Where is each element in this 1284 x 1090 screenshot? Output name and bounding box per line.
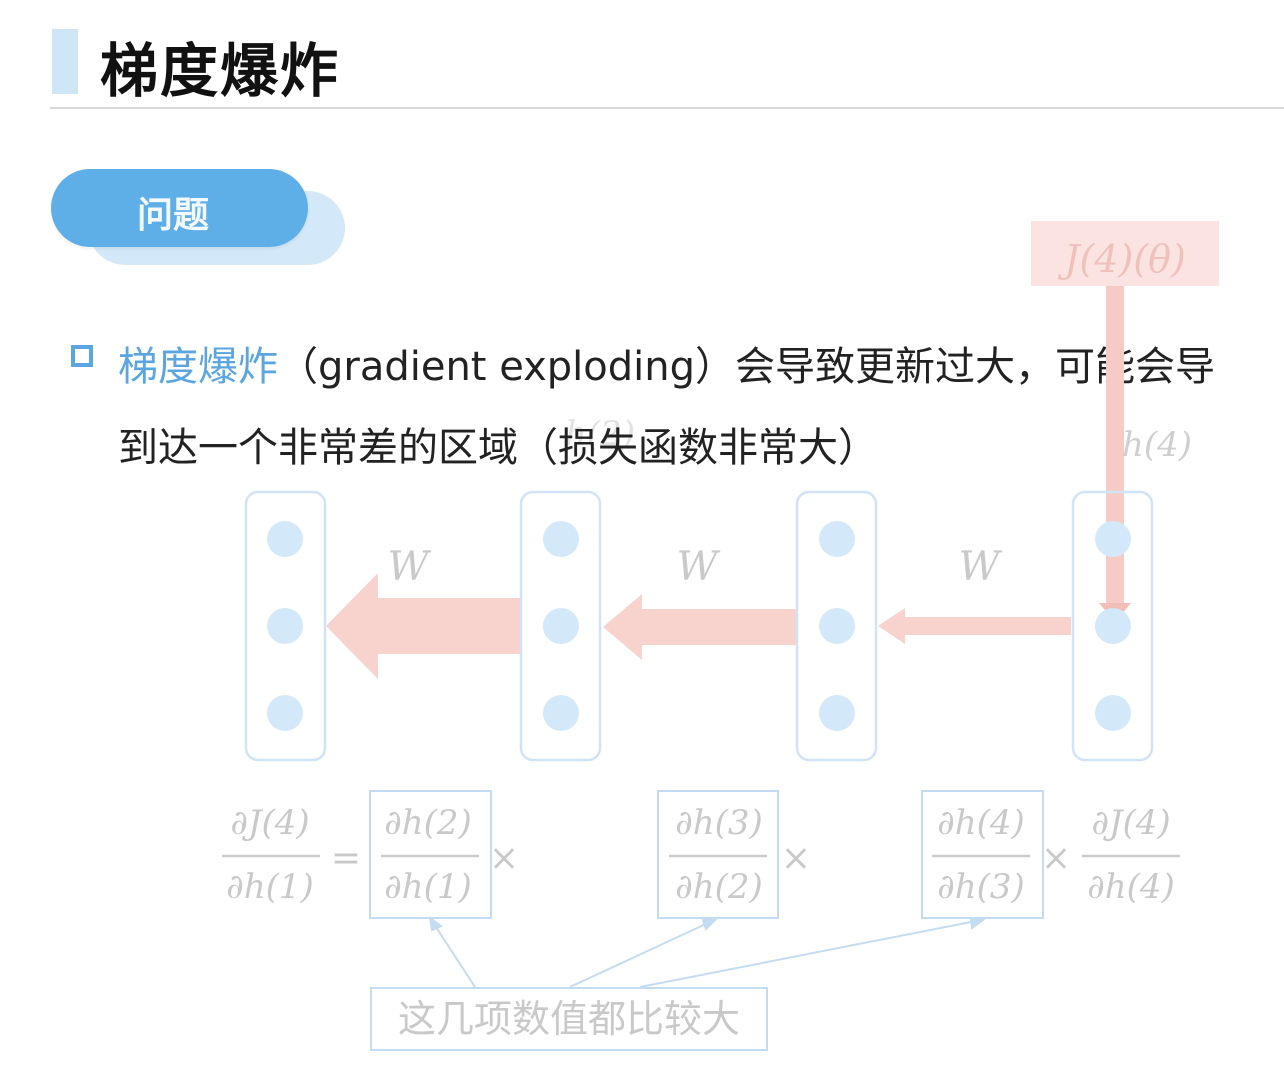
neuron [543,695,579,731]
eq-times-3: × [1041,838,1071,879]
bullet-line-1-rest: （gradient exploding）会导致更新过大，可能会导 [278,344,1216,390]
loss-box [1031,221,1219,286]
neuron [267,521,303,557]
weight-label-2: W [676,544,720,590]
layer-label-h2: h(2) [565,414,635,454]
neuron [819,521,855,557]
neuron-group [267,521,1131,731]
problem-badge [51,169,308,247]
layer-h3 [795,490,878,762]
backprop-arrow-3-head [878,608,905,644]
eq-term-3-denominator: ∂h(3) [937,867,1025,907]
page-title: 梯度爆炸 [100,37,341,105]
eq-lhs-numerator: ∂J(4) [230,803,309,843]
pointer-1-head [428,915,443,932]
pointer-3 [639,920,977,988]
neuron [267,608,303,644]
eq-term-3-numerator: ∂h(4) [937,803,1025,843]
pointer-2-head [701,917,719,931]
backprop-arrow-2-shaft [642,609,797,645]
eq-term-1-numerator: ∂h(2) [384,803,472,843]
eq-times-1: × [489,838,519,879]
eq-equals-sign: = [331,838,361,879]
neuron [1095,608,1131,644]
eq-term-4-denominator: ∂h(4) [1087,867,1175,907]
callout-label: 这几项数值都比较大 [370,987,768,1051]
pointer-1 [433,923,476,988]
square-bullet-icon [71,345,93,367]
weight-label-3: W [958,544,1002,590]
neuron [543,608,579,644]
backprop-arrow-2-head [603,594,642,660]
backprop-arrow-1-shaft [378,598,520,654]
neuron [819,608,855,644]
bullet-text-line-2: 到达一个非常差的区域（损失函数非常大） [118,425,878,471]
eq-term-2-numerator: ∂h(3) [675,803,763,843]
eq-term-2-denominator: ∂h(2) [675,867,763,907]
problem-badge-label: 问题 [137,195,210,236]
title-accent-bar [52,29,78,94]
neuron [543,521,579,557]
loss-label: J(4)(θ) [1057,237,1186,281]
bullet-keyword: 梯度爆炸 [118,344,278,390]
bullet-text-line-1: 梯度爆炸（gradient exploding）会导致更新过大，可能会导 [118,334,1215,392]
eq-times-2: × [781,838,811,879]
eq-lhs-denominator: ∂h(1) [226,867,314,907]
weight-label-1: W [387,544,431,590]
eq-term-1-denominator: ∂h(1) [384,867,472,907]
layer-label-h4: h(4) [1122,425,1192,465]
title-divider [50,107,1284,109]
backprop-arrow-3-shaft [905,617,1071,635]
layer-h4 [1071,490,1154,762]
callout-pointers [428,915,986,988]
backprop-arrow-1-head [326,573,378,679]
eq-term-4-numerator: ∂J(4) [1091,803,1170,843]
layer-h1 [244,490,327,762]
pointer-3-head [969,916,986,930]
neuron [267,695,303,731]
pointer-2 [569,921,711,988]
neuron [1095,695,1131,731]
layer-h2 [519,490,602,762]
neuron [1095,521,1131,557]
neuron [819,695,855,731]
eq-term-3-box [921,790,1044,919]
